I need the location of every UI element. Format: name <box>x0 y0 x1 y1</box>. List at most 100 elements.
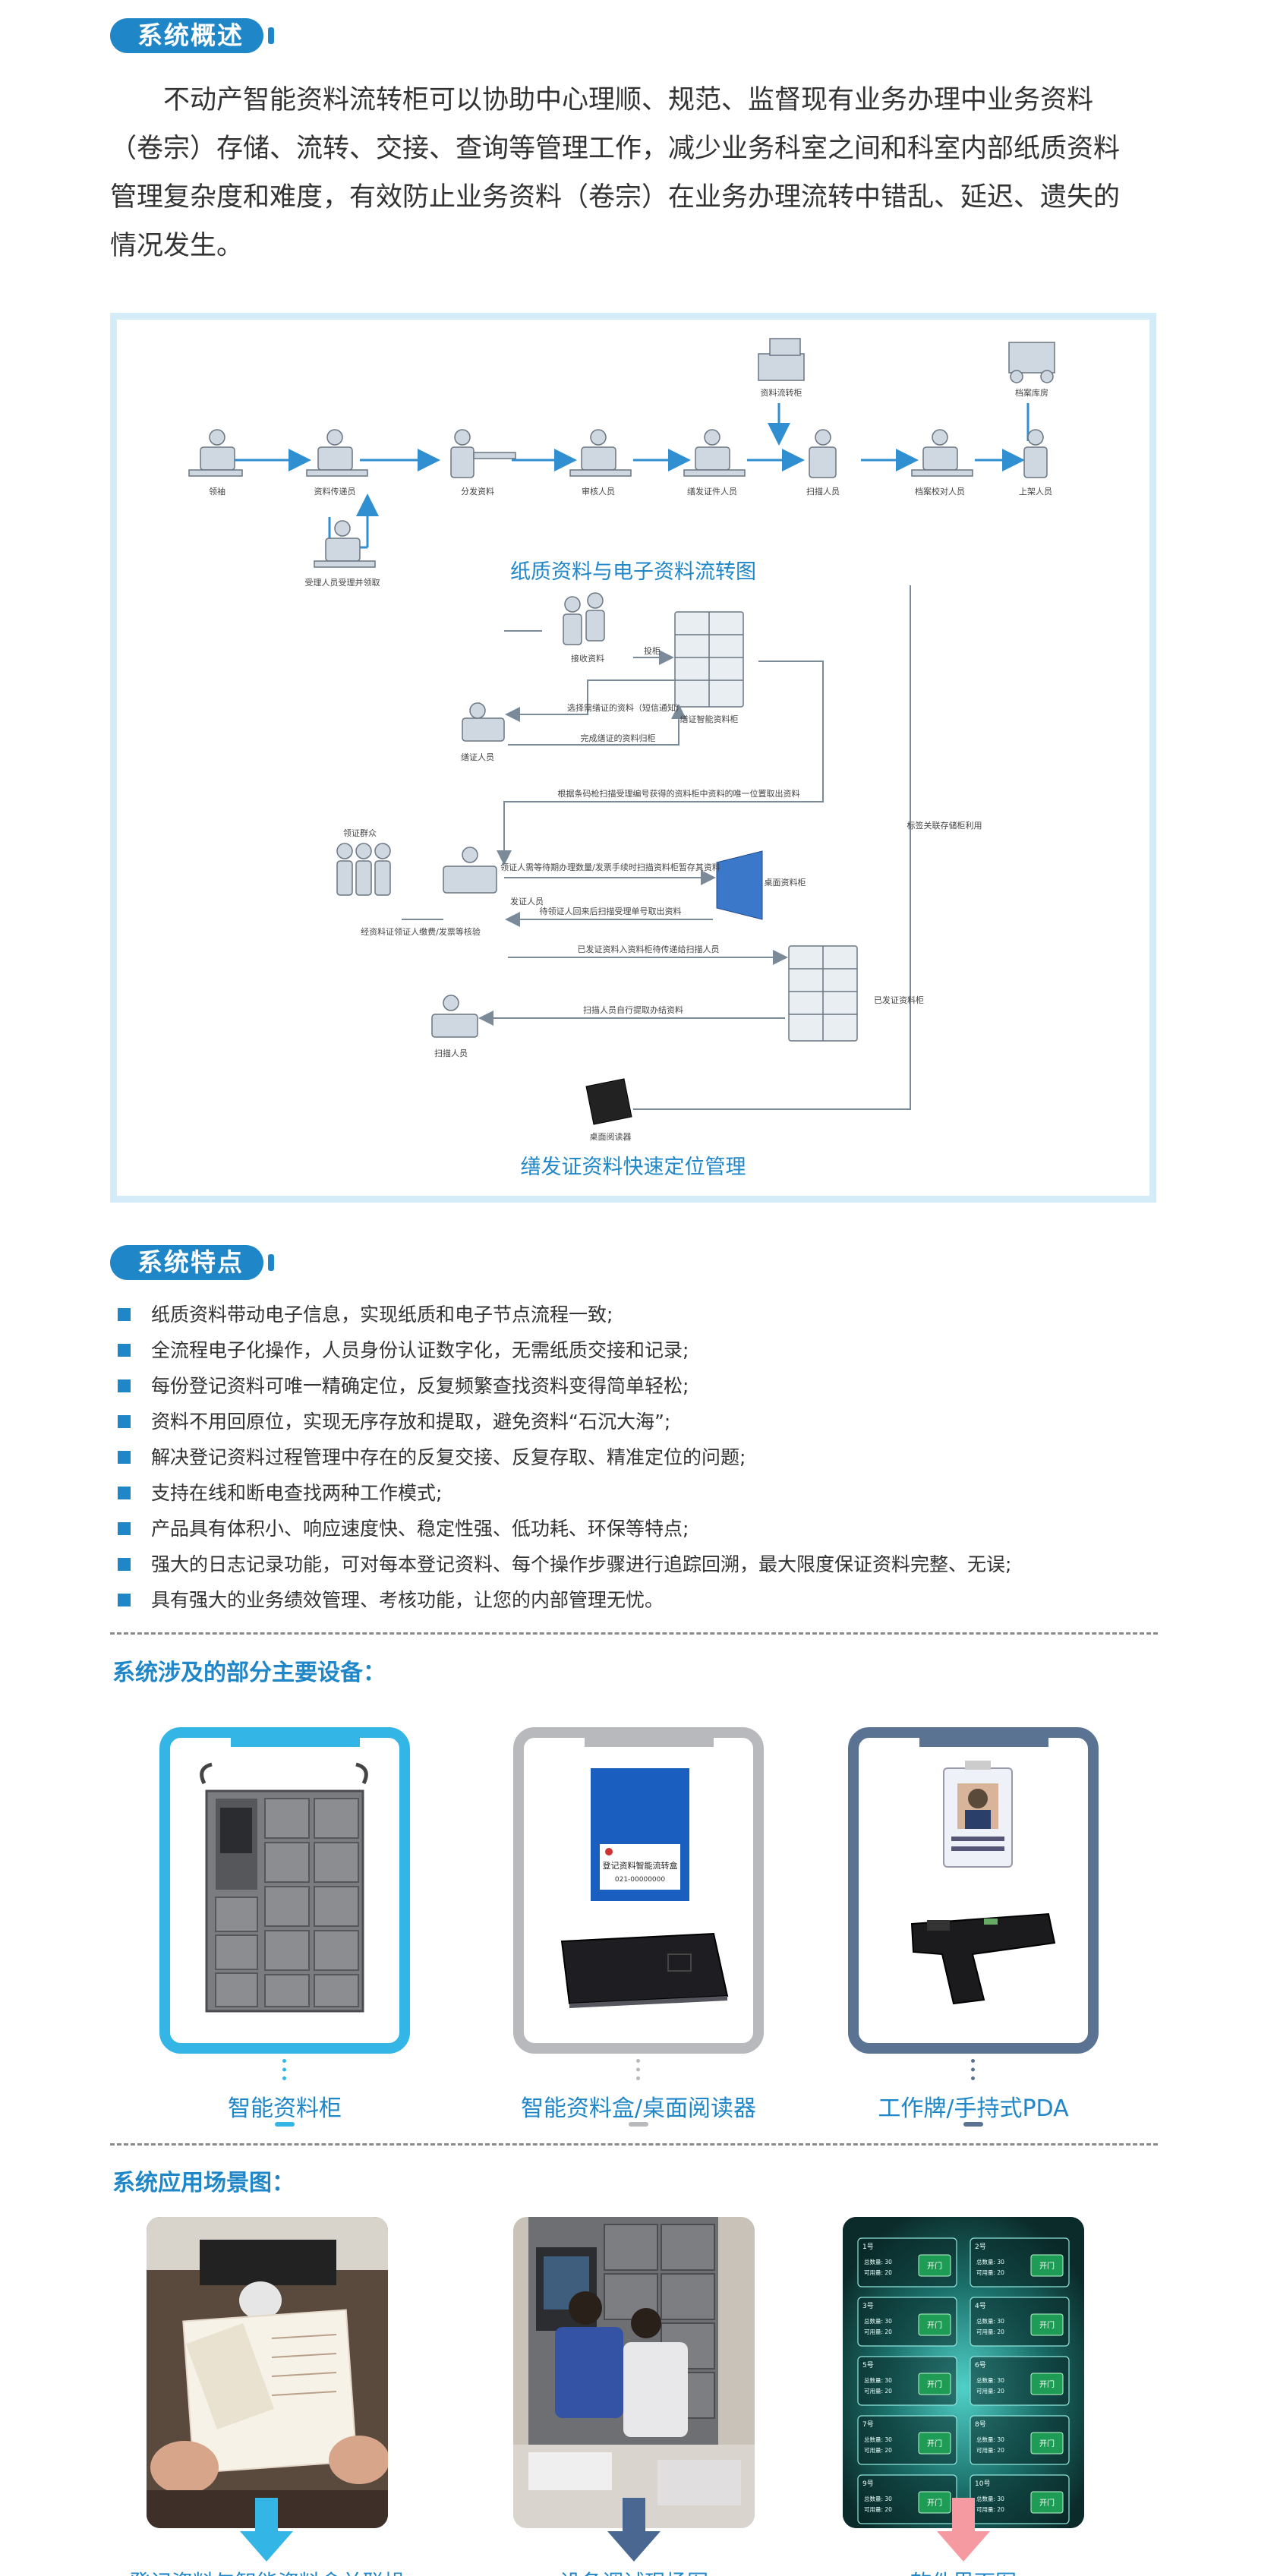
label-verify: 经资料证领证人缴费/发票等核验 <box>361 926 481 937</box>
feature-item: 资料不用回原位，实现无序存放和提取，避免资料“石沉大海”; <box>118 1404 1165 1439</box>
device-card-box: 登记资料智能流转盒 021-00000000 <box>513 1727 764 2054</box>
ui-cell-available: 可用量: 20 <box>976 2328 1004 2335</box>
down-arrow-icon <box>240 2498 293 2562</box>
overview-line: （卷宗）存储、流转、交接、查询等管理工作，减少业务科室之间和科室内部纸质资料 <box>110 134 1121 164</box>
features-list: 纸质资料带动电子信息，实现纸质和电子节点流程一致; 全流程电子化操作，人员身份认… <box>118 1297 1165 1618</box>
ui-cell-total: 总数量: 30 <box>864 2436 892 2443</box>
overview-line: 情况发生。 <box>110 231 244 261</box>
ui-cell-available: 可用量: 20 <box>864 2447 892 2454</box>
label-put-in: 投柜 <box>644 645 661 656</box>
label-scan-take: 扫描人员自行提取办结资料 <box>583 1004 683 1015</box>
open-door-button[interactable] <box>918 2432 951 2455</box>
label-sort: 分发资料 <box>461 486 494 497</box>
ui-cell-name: 1号 <box>862 2243 874 2251</box>
ui-cell-available: 可用量: 20 <box>864 2328 892 2335</box>
ui-cell-name: 10号 <box>975 2480 990 2488</box>
overview-line: 不动产智能资料流转柜可以协助中心理顺、规范、监督现有业务办理中业务资料 <box>163 85 1094 115</box>
feature-item: 产品具有体积小、响应速度快、稳定性强、低功耗、环保等特点; <box>118 1511 1165 1547</box>
label-archive-check: 档案校对人员 <box>915 486 965 497</box>
ui-cell-total: 总数量: 30 <box>864 2376 892 2384</box>
feature-item: 支持在线和断电查找两种工作模式; <box>118 1475 1165 1511</box>
label-notice-box: 领证人需等待期办理数量/发票手续时扫描资料柜暂存其资料 <box>500 862 720 872</box>
ui-cell-total: 总数量: 30 <box>976 2495 1004 2502</box>
overview-paragraph: 不动产智能资料流转柜可以协助中心理顺、规范、监督现有业务办理中业务资料 （卷宗）… <box>110 76 1158 270</box>
ui-cell-name: 4号 <box>975 2302 986 2310</box>
label-people: 领证群众 <box>343 828 377 838</box>
ui-cell-total: 总数量: 30 <box>976 2436 1004 2443</box>
diagram-caption-top: 纸质资料与电子资料流转图 <box>510 560 756 584</box>
device-card-pda <box>848 1727 1099 2054</box>
flow-diagram: 领袖 资料传递员 受理人员受理并领取 分发资料 审核人员 缮发证件人员 资料流转… <box>110 313 1156 1203</box>
diagram-caption-bottom: 缮发证资料快速定位管理 <box>520 1156 746 1179</box>
ui-cell-total: 总数量: 30 <box>976 2258 1004 2265</box>
ui-cell-available: 可用量: 20 <box>864 2388 892 2395</box>
box-label: 登记资料智能流转盒 <box>603 1860 678 1871</box>
ui-cell-available: 可用量: 20 <box>976 2269 1004 2276</box>
divider <box>110 1632 1158 1635</box>
label-issued-put: 已发证资料入资料柜待传递给扫描人员 <box>578 944 720 954</box>
open-door-button-label: 开门 <box>927 2439 942 2448</box>
ui-cell-total: 总数量: 30 <box>864 2495 892 2502</box>
box-phone: 021-00000000 <box>615 1876 666 1884</box>
ui-cell-total: 总数量: 30 <box>864 2258 892 2265</box>
label-issue-staff: 缮证人员 <box>461 752 494 762</box>
ui-cell-available: 可用量: 20 <box>864 2269 892 2276</box>
ui-cell-available: 可用量: 20 <box>976 2388 1004 2395</box>
scene-label-debug: 设备调试现场图 <box>437 2566 831 2576</box>
label-issued-cabinet: 已发证资料柜 <box>874 995 924 1005</box>
feature-item: 纸质资料带动电子信息，实现纸质和电子节点流程一致; <box>118 1297 1165 1332</box>
label-archive: 档案库房 <box>1015 387 1048 398</box>
open-door-button[interactable] <box>918 2373 951 2395</box>
open-door-button[interactable] <box>918 2313 951 2336</box>
open-door-button-label: 开门 <box>1039 2379 1055 2389</box>
scene-label-software: 软件界面图 <box>766 2566 1161 2576</box>
open-door-button[interactable] <box>918 2491 951 2514</box>
open-door-button[interactable] <box>918 2254 951 2277</box>
bottom-flow: 接收资料 缮证智能资料柜 缮证人员 投柜 选择需缮证的资料（短信通知） 完成缮证… <box>336 585 982 1142</box>
open-door-button[interactable] <box>1030 2313 1064 2336</box>
label-label-manage: 标签关联存储柜利用 <box>907 820 982 831</box>
open-door-button[interactable] <box>1030 2373 1064 2395</box>
label-issue: 缮发证件人员 <box>687 486 737 497</box>
scene-photo-associate <box>147 2217 388 2528</box>
scene-label-associate: 登记资料与智能资料盒关联操 <box>70 2566 465 2576</box>
label-shelf: 上架人员 <box>1019 487 1052 497</box>
feature-item: 具有强大的业务绩效管理、考核功能，让您的内部管理无忧。 <box>118 1582 1165 1618</box>
label-issue-window: 发证人员 <box>510 896 544 906</box>
device-label-cabinet: 智能资料柜 <box>228 2095 342 2122</box>
label-receiver: 受理人员受理并领取 <box>305 577 380 588</box>
ui-cell-name: 3号 <box>862 2302 874 2310</box>
scenes-title: 系统应用场景图： <box>112 2170 295 2196</box>
device-label-pda: 工作牌/手持式PDA <box>878 2095 1069 2122</box>
open-door-button[interactable] <box>1030 2432 1064 2455</box>
open-door-button[interactable] <box>1030 2491 1064 2514</box>
down-arrow-icon <box>607 2498 661 2562</box>
label-collect: 接收资料 <box>571 653 604 664</box>
feature-item: 解决登记资料过程管理中存在的反复交接、反复存取、精准定位的问题; <box>118 1439 1165 1475</box>
features-title: 系统特点 <box>110 1245 274 1280</box>
label-select-notice: 选择需缮证的资料（短信通知） <box>567 702 684 713</box>
device-card-cabinet <box>159 1727 410 2054</box>
ui-cell-name: 7号 <box>862 2420 874 2429</box>
cabinet-image <box>200 1762 368 2013</box>
open-door-button-label: 开门 <box>927 2379 942 2389</box>
open-door-button-label: 开门 <box>1039 2261 1055 2271</box>
label-desk-box: 桌面资料柜 <box>765 877 806 888</box>
open-door-button-label: 开门 <box>927 2261 942 2271</box>
label-review: 审核人员 <box>582 486 615 497</box>
down-arrow-icon <box>937 2498 990 2562</box>
overview-line: 管理复杂度和难度，有效防止业务资料（卷宗）在业务办理流转中错乱、延迟、遗失的 <box>110 182 1121 213</box>
open-door-button[interactable] <box>1030 2254 1064 2277</box>
ui-cell-total: 总数量: 30 <box>864 2317 892 2325</box>
